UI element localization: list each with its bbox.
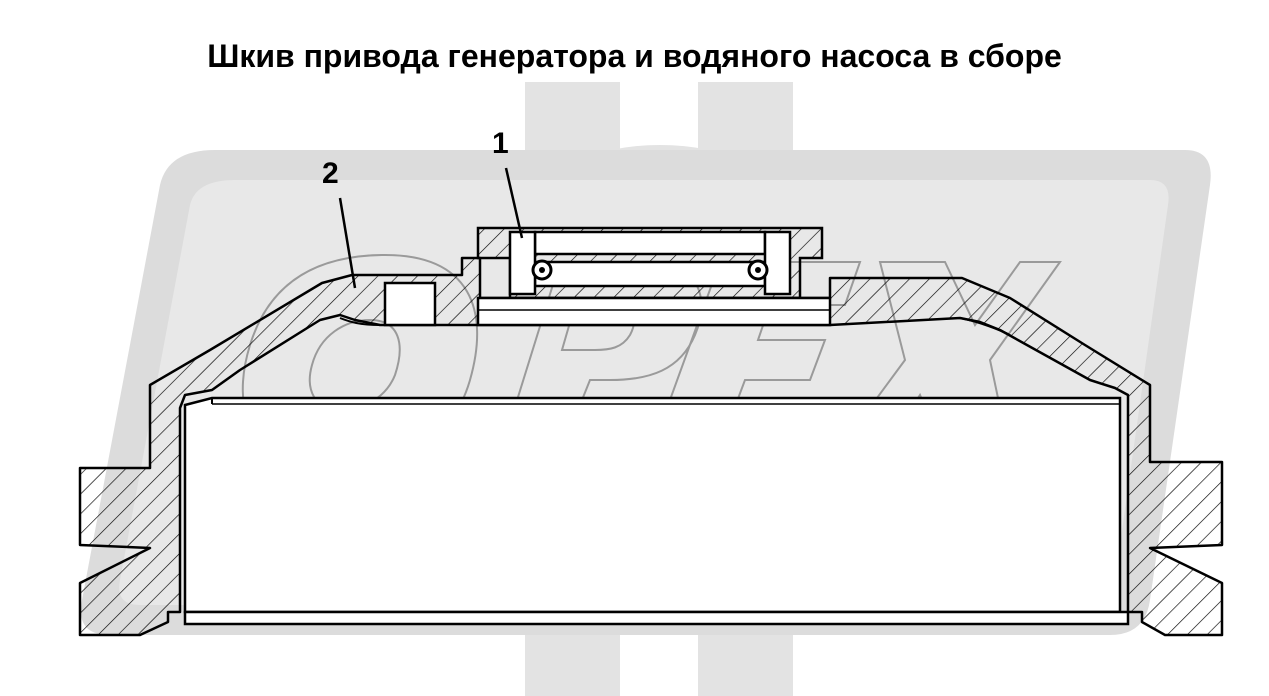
pulley-inner-cavity xyxy=(183,396,1122,614)
pulley-body xyxy=(78,256,1224,637)
leader-line-2 xyxy=(338,197,357,289)
pulley-section xyxy=(78,256,1224,637)
callout-2: 2 xyxy=(322,157,357,289)
callout-1: 1 xyxy=(492,127,524,239)
page-title: Шкив привода генератора и водяного насос… xyxy=(207,38,1062,74)
pin xyxy=(383,281,437,327)
callout-label-1: 1 xyxy=(492,127,509,160)
oil-seal xyxy=(476,226,832,327)
callout-label-2: 2 xyxy=(322,157,339,190)
leader-line-1 xyxy=(504,167,524,239)
